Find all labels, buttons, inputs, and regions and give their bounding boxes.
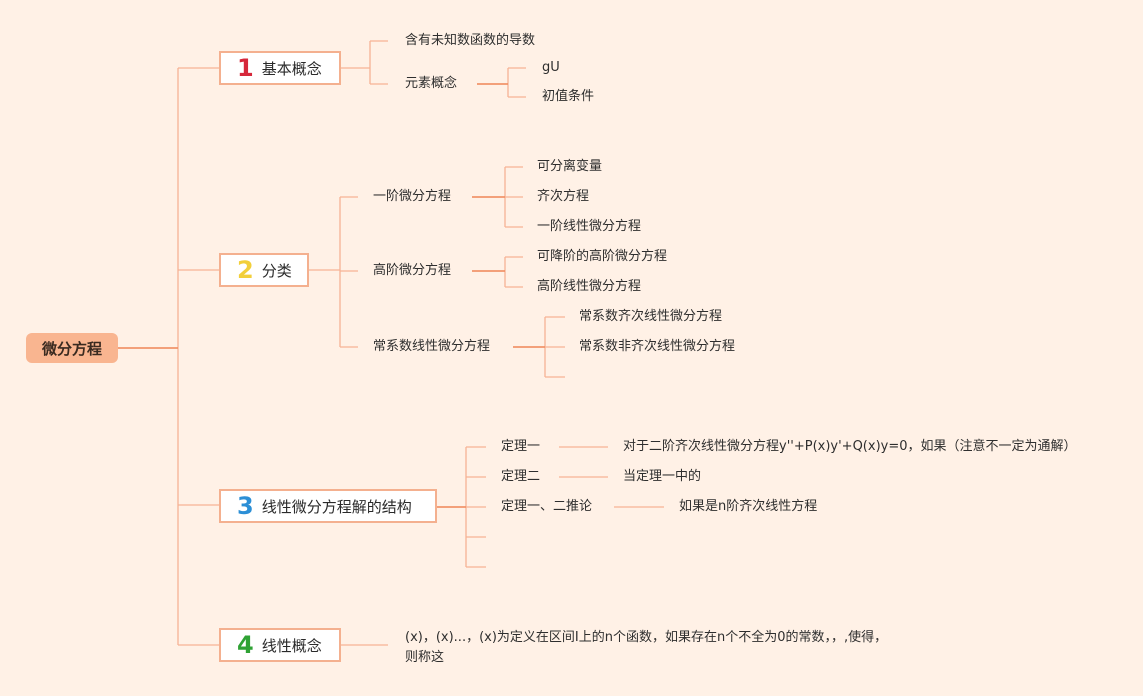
node-first-order-linear[interactable]: 一阶线性微分方程: [537, 219, 642, 234]
number-2-icon: 2: [237, 256, 254, 284]
node-gu[interactable]: gU: [542, 60, 560, 75]
node-theorem-2[interactable]: 定理二: [501, 469, 541, 484]
branch-linear-concepts[interactable]: 4 线性概念: [219, 628, 341, 662]
branch-label: 基本概念: [261, 59, 322, 78]
branch-label: 线性微分方程解的结构: [261, 497, 412, 516]
node-higher-order-linear[interactable]: 高阶线性微分方程: [537, 279, 642, 294]
node-const-homogeneous[interactable]: 常系数齐次线性微分方程: [579, 309, 723, 324]
number-1-icon: 1: [237, 54, 254, 82]
node-linear-dependence-definition[interactable]: (x)，(x)...，(x)为定义在区间I上的n个函数，如果存在n个不全为0的常…: [405, 630, 888, 665]
node-separable[interactable]: 可分离变量: [537, 159, 603, 174]
branch-label: 分类: [261, 261, 292, 280]
node-reducible-order[interactable]: 可降阶的高阶微分方程: [537, 249, 668, 264]
node-corollary-detail[interactable]: 如果是n阶齐次线性方程: [679, 499, 818, 514]
node-constant-coefficient[interactable]: 常系数线性微分方程: [373, 339, 491, 354]
branch-classification[interactable]: 2 分类: [219, 253, 309, 287]
root-label: 微分方程: [41, 339, 102, 358]
node-first-order[interactable]: 一阶微分方程: [373, 189, 452, 204]
root-node[interactable]: 微分方程: [26, 333, 118, 363]
node-derivative-of-unknown[interactable]: 含有未知数函数的导数: [405, 33, 536, 48]
branch-basic-concepts[interactable]: 1 基本概念: [219, 51, 341, 85]
number-3-icon: 3: [237, 492, 254, 520]
node-element-concepts[interactable]: 元素概念: [405, 76, 458, 91]
node-theorem-corollary[interactable]: 定理一、二推论: [501, 499, 593, 514]
node-theorem-1-detail[interactable]: 对于二阶齐次线性微分方程y''+P(x)y'+Q(x)y=0，如果（注意不一定为…: [623, 439, 1077, 454]
node-initial-condition[interactable]: 初值条件: [542, 89, 595, 104]
node-theorem-1[interactable]: 定理一: [501, 439, 541, 454]
branch-label: 线性概念: [261, 636, 322, 655]
branch-linear-solution-structure[interactable]: 3 线性微分方程解的结构: [219, 489, 437, 523]
node-theorem-2-detail[interactable]: 当定理一中的: [623, 469, 702, 484]
node-higher-order[interactable]: 高阶微分方程: [373, 263, 452, 278]
node-const-nonhomogeneous[interactable]: 常系数非齐次线性微分方程: [579, 339, 736, 354]
node-homogeneous[interactable]: 齐次方程: [537, 189, 590, 204]
number-4-icon: 4: [237, 631, 254, 659]
